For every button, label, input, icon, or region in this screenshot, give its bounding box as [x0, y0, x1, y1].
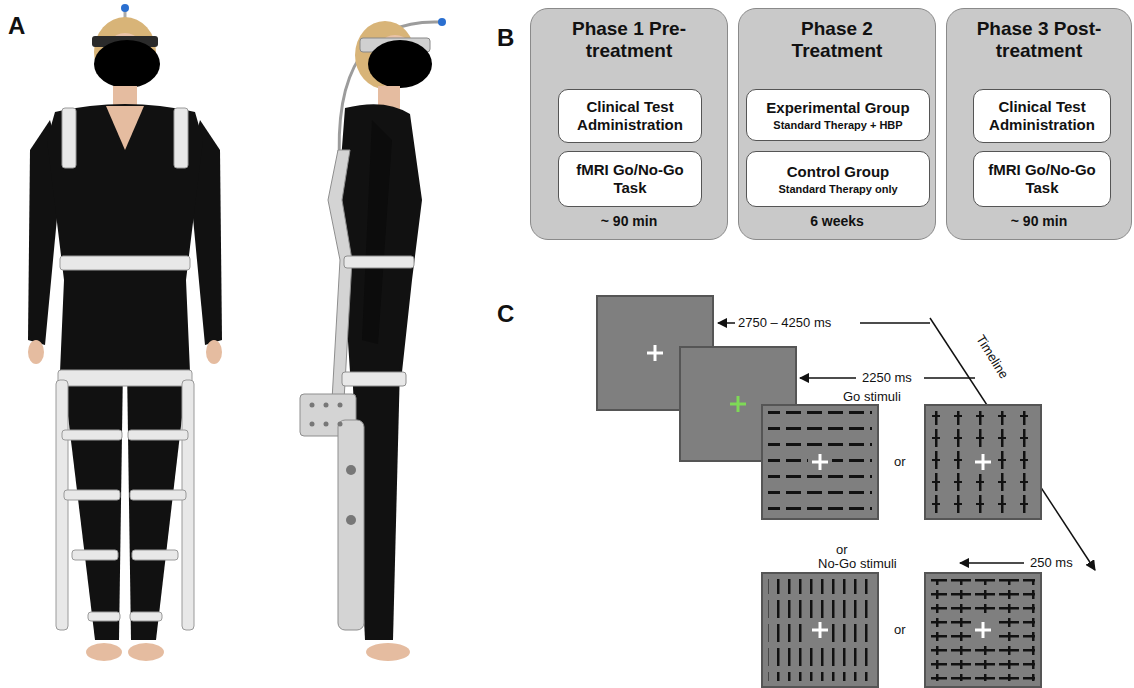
- or-label: or: [894, 622, 906, 638]
- phase-panel: Phase 3 Post-treatment ~ 90 min Clinical T…: [946, 8, 1132, 240]
- group-box: Control GroupStandard Therapy only: [746, 151, 930, 207]
- node-text: Phase 2 Treatment: [757, 18, 917, 62]
- node-text: Control Group: [787, 163, 889, 181]
- stimulus-label: Go stimuli: [843, 389, 901, 405]
- go-stimulus-screen: [762, 405, 878, 519]
- node-subtext: Standard Therapy + HBP: [773, 118, 902, 132]
- or-label: or: [836, 542, 848, 558]
- node-text: fMRI Go/No-Go Task: [565, 161, 695, 197]
- nogo-stimulus-screen: [762, 573, 878, 687]
- side-figure: [300, 18, 446, 661]
- process-box: Clinical Test Administration: [558, 89, 702, 143]
- or-label: or: [894, 454, 906, 470]
- panel-letter: C: [497, 300, 514, 328]
- phase-panel: Phase 1 Pre-treatment ~ 90 min Clinical Te…: [530, 8, 728, 240]
- node-text: Clinical Test Administration: [980, 98, 1104, 134]
- duration-label: 2750 – 4250 ms: [738, 315, 831, 331]
- node-text: Phase 1 Pre-treatment: [549, 18, 709, 62]
- process-box: fMRI Go/No-Go Task: [558, 151, 702, 207]
- node-text: Clinical Test Administration: [565, 98, 695, 134]
- group-box: Experimental GroupStandard Therapy + HBP: [746, 89, 930, 141]
- node-subtext: ~ 90 min: [531, 213, 727, 230]
- node-text: Phase 3 Post-treatment: [959, 18, 1119, 62]
- nogo-stimulus-screen: [925, 573, 1041, 687]
- node-text: fMRI Go/No-Go Task: [980, 161, 1104, 197]
- duration-label: 2250 ms: [862, 370, 912, 386]
- stimulus-label: No-Go stimuli: [818, 556, 897, 572]
- node-text: Experimental Group: [766, 99, 909, 117]
- panel-letter: B: [497, 24, 514, 52]
- phase-panel: Phase 2 Treatment 6 weeks Experimental Gro…: [738, 8, 936, 240]
- node-subtext: ~ 90 min: [947, 213, 1131, 230]
- panel-letter: A: [8, 12, 25, 40]
- node-subtext: Standard Therapy only: [778, 182, 897, 196]
- process-box: fMRI Go/No-Go Task: [973, 151, 1111, 207]
- node-subtext: 6 weeks: [739, 213, 935, 230]
- duration-label: 250 ms: [1030, 555, 1073, 571]
- timeline-label: Timeline: [969, 327, 1014, 386]
- process-box: Clinical Test Administration: [973, 89, 1111, 143]
- front-figure: [28, 4, 222, 661]
- go-stimulus-screen: [925, 405, 1041, 519]
